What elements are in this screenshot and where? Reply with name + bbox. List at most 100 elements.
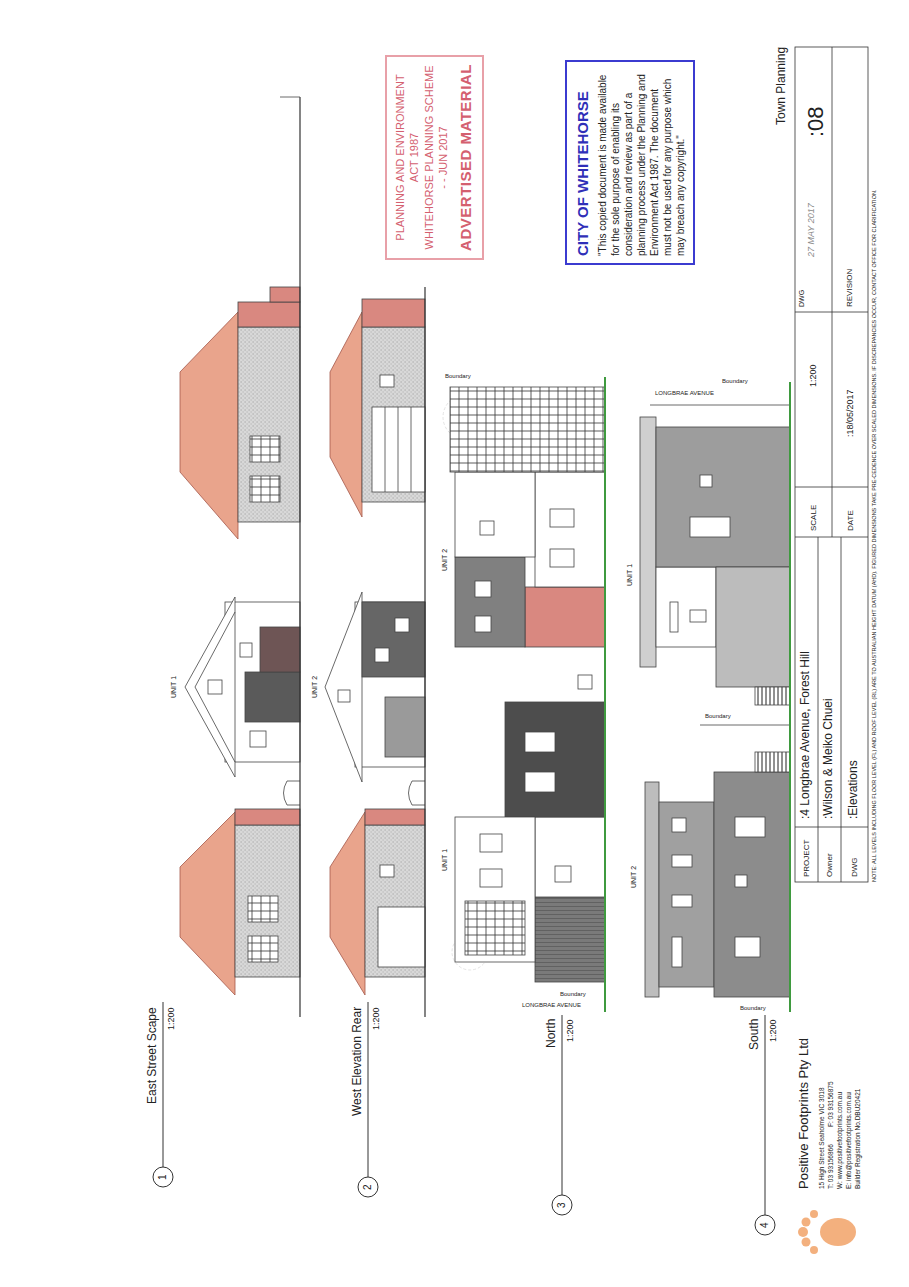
east-street-scape-part — [260, 627, 300, 672]
west-elevation-rear-part — [325, 592, 362, 782]
company-detail: E: info@positivefootprints.com.au — [845, 1092, 852, 1189]
boundary-label: Boundary — [740, 1005, 766, 1012]
north-elevation-part — [480, 521, 494, 535]
view-markers-part — [368, 1002, 369, 1177]
sheet-status: Town Planning — [775, 47, 789, 125]
title-block-part — [841, 537, 842, 882]
title-block-part — [795, 47, 868, 882]
title-value: :18/05/2017 — [845, 389, 855, 437]
view-markers-part — [552, 1195, 572, 1215]
title-value: :4 Longbrae Avenue, Forest Hill — [799, 651, 813, 819]
boundary-label: Boundary — [705, 713, 731, 720]
boundary-label: Boundary — [445, 373, 471, 380]
title-field: Owner — [825, 853, 834, 877]
south-elevation-part — [690, 610, 706, 622]
title-field: DWG — [850, 857, 859, 877]
company-detail: 15 High Street Seaholme VIC 3018 — [818, 1087, 825, 1189]
east-street-scape-part — [235, 825, 300, 977]
west-elevation-rear-part — [355, 602, 425, 767]
south-elevation-part — [672, 937, 682, 967]
east-street-scape-part — [250, 731, 266, 747]
unit-label: UNIT 2 — [441, 549, 449, 571]
east-street-scape-part — [238, 302, 300, 327]
north-elevation-part — [480, 834, 502, 852]
east-street-scape-part — [248, 936, 278, 962]
south-elevation-part — [714, 772, 790, 997]
west-elevation-rear-part — [362, 602, 425, 677]
west-elevation-rear-part — [362, 327, 425, 502]
title-field: REVISION — [845, 269, 854, 307]
west-elevation-rear-part — [338, 690, 350, 702]
notice-heading: CITY OF WHITEHORSE — [573, 69, 593, 256]
title-block-part — [795, 827, 868, 828]
unit-label: UNIT 1 — [441, 849, 449, 871]
south-elevation-part — [690, 517, 730, 537]
west-elevation-rear-part — [424, 287, 425, 1017]
east-street-scape-part — [250, 476, 280, 502]
north-elevation-part — [455, 817, 535, 962]
callout-number: 2 — [362, 1184, 374, 1190]
west-elevation-rear-part — [409, 781, 426, 805]
east-street-scape-part — [248, 896, 278, 922]
south-elevation-part — [672, 895, 692, 907]
south-elevation-part — [735, 817, 765, 837]
unit-label: UNIT 2 — [630, 866, 638, 888]
south-elevation-part — [656, 567, 716, 647]
company-logo-part — [802, 1218, 811, 1227]
east-street-scape-part — [245, 672, 300, 722]
north-elevation-part — [525, 587, 605, 647]
callout-number: 3 — [556, 1202, 568, 1208]
north-elevation-part — [525, 772, 555, 792]
unit-label: UNIT 2 — [311, 676, 319, 698]
east-street-scape-part — [180, 812, 235, 995]
title-block — [795, 47, 868, 882]
title-field: SCALE — [809, 505, 818, 531]
north-elevation-part — [604, 377, 606, 1012]
north-elevation — [443, 377, 605, 1012]
east-street-scape-part — [235, 809, 300, 825]
west-elevation-rear-part — [385, 697, 425, 757]
unit-label: UNIT 1 — [626, 564, 634, 586]
north-elevation-part — [475, 581, 491, 597]
stamp-text: ADVERTISED MATERIAL — [456, 64, 476, 251]
west-elevation-rear-part — [395, 618, 409, 632]
company-logo-part — [798, 1227, 808, 1237]
north-elevation-part — [450, 387, 605, 472]
east-street-scape-part — [240, 643, 252, 657]
company-logo — [798, 1210, 856, 1254]
east-street-scape-part — [284, 781, 301, 805]
company-detail: F: 03 93156875 — [827, 1081, 834, 1127]
south-elevation-part — [716, 567, 790, 687]
view-scale: 1:200 — [166, 1007, 176, 1030]
east-street-scape-part — [270, 287, 300, 302]
company-logo-part — [820, 1218, 856, 1246]
south-elevation-part — [735, 875, 747, 887]
stamp-text: - - JUN 2017 — [436, 64, 450, 251]
north-elevation-part — [480, 869, 502, 887]
company-logo-part — [810, 1246, 818, 1254]
south-elevation-part — [659, 802, 714, 987]
view-title: West Elevation Rear — [351, 1007, 365, 1116]
view-scale: 1:200 — [768, 1019, 778, 1042]
planning-stamp: PLANNING AND ENVIRONMENT ACT 1987WHITEHO… — [385, 55, 484, 260]
east-street-scape-part — [180, 312, 238, 539]
south-elevation-part — [735, 937, 760, 957]
company-detail: W: www.positivefootprints.com.au — [836, 1092, 843, 1189]
title-field: PROJECT — [802, 840, 811, 877]
notice-body: "This copied document is made available … — [596, 69, 687, 256]
east-street-scape-part — [280, 97, 300, 98]
south-elevation-part — [672, 818, 686, 832]
title-block-part — [795, 537, 868, 538]
west-elevation-rear-part — [380, 375, 394, 387]
company-detail: T: 03 93156866 — [827, 1144, 834, 1189]
south-elevation-part — [670, 602, 678, 632]
west-elevation-rear-part — [330, 312, 362, 517]
south-elevation-part — [700, 475, 712, 487]
north-elevation-part — [535, 817, 605, 897]
north-elevation-part — [505, 702, 605, 817]
west-elevation-rear-part — [385, 407, 386, 492]
north-elevation-part — [475, 616, 491, 632]
south-elevation-part — [656, 427, 790, 567]
west-elevation-rear-part — [365, 825, 425, 977]
